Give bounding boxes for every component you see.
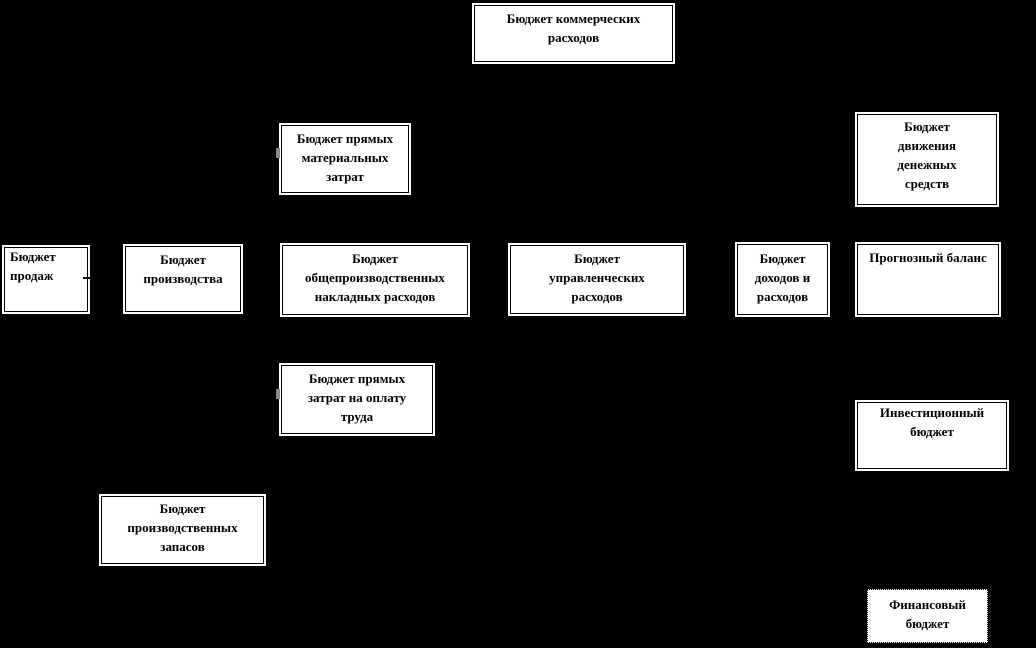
box-production-budget: Бюджет производства [123, 244, 243, 314]
box-financial-budget: Финансовый бюджет [867, 589, 988, 643]
box-administrative-expenses-budget: Бюджет управленческих расходов [508, 243, 686, 316]
box-commercial-expenses-budget: Бюджет коммерческих расходов [472, 3, 675, 64]
box-forecast-balance: Прогнозный баланс [855, 242, 1001, 317]
box-direct-labor-costs-budget: Бюджет прямых затрат на оплату труда [279, 363, 435, 436]
box-income-and-expenses-budget: Бюджет доходов и расходов [735, 242, 830, 317]
connector-stub-materials [276, 148, 280, 158]
box-sales-budget: Бюджет продаж [2, 245, 90, 314]
box-direct-materials-budget: Бюджет прямых материальных затрат [279, 123, 411, 195]
box-overhead-costs-budget: Бюджет общепроизводственных накладных ра… [280, 243, 470, 317]
connector-dash-sales-production [83, 277, 92, 279]
box-inventory-budget: Бюджет производственных запасов [99, 494, 266, 566]
connector-stub-labor [276, 389, 280, 399]
box-investment-budget: Инвестиционный бюджет [855, 400, 1009, 471]
box-cash-flow-budget: Бюджет движения денежных средств [855, 112, 999, 207]
